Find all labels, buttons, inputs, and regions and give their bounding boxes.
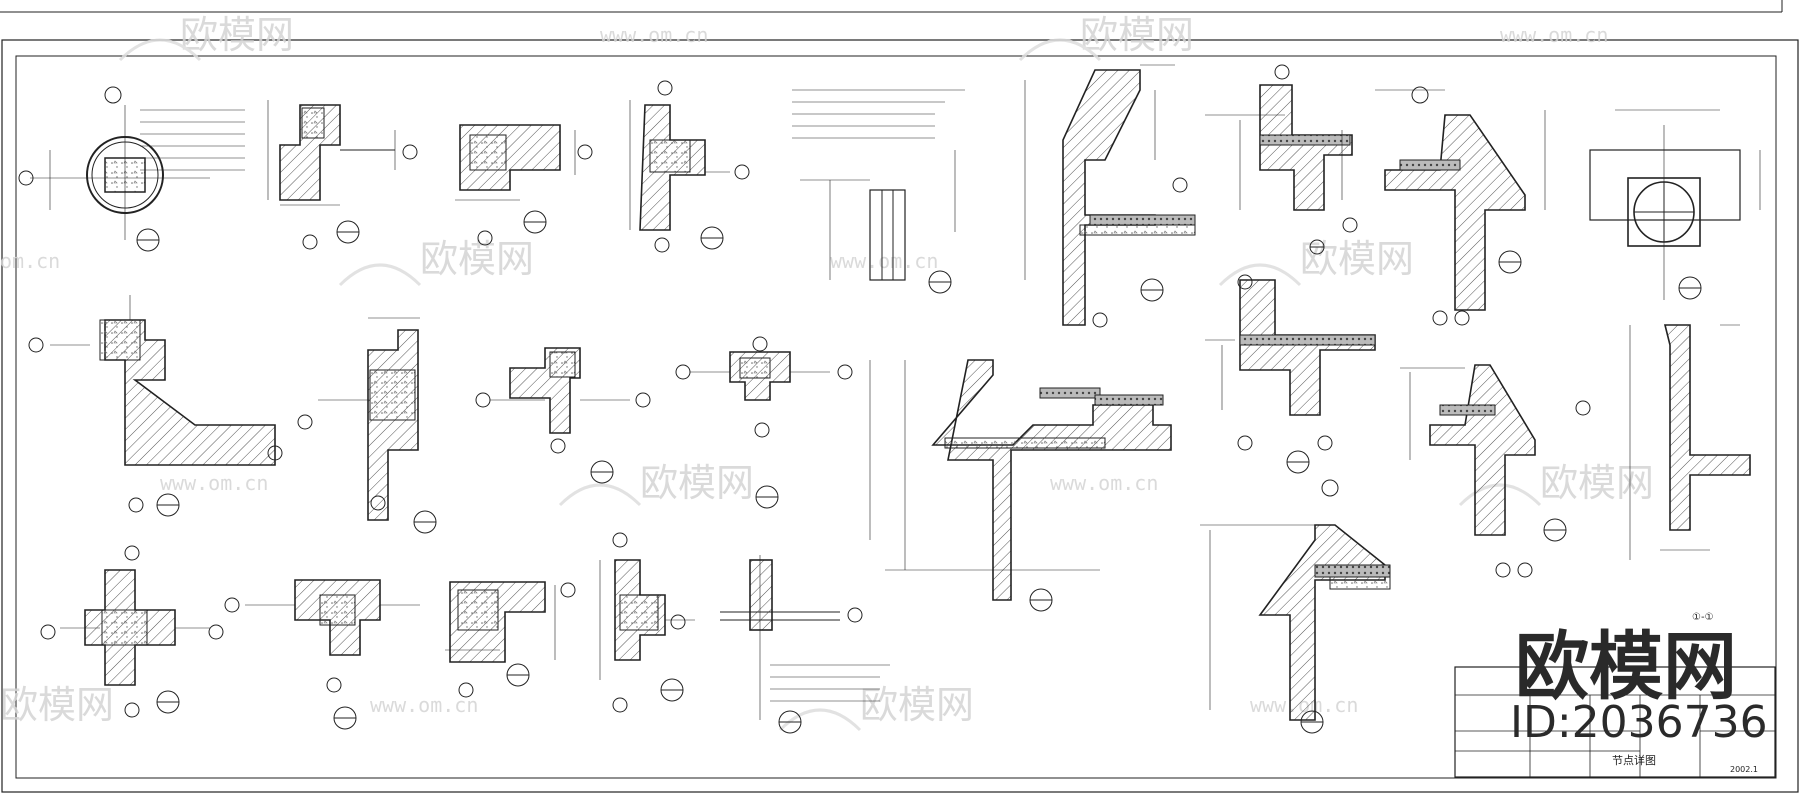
watermark-brand: 欧模网 (0, 683, 114, 727)
watermark-brand: 欧模网 (640, 461, 754, 505)
detail-node-3 (455, 124, 593, 246)
detail-node-row2-2 (297, 317, 437, 534)
detail-node-row3-2 (224, 579, 420, 730)
detail-node-row2-3 (475, 347, 651, 484)
section-label: ①-① (1692, 612, 1714, 623)
watermark-url: www.om.cn (370, 693, 478, 717)
watermark-url: www.om.cn (1050, 471, 1158, 495)
detail-node-4 (629, 80, 750, 253)
stamp-brand: 欧模网 (1515, 624, 1737, 710)
detail-parapet-row3 (1200, 479, 1391, 734)
detail-node-row3-5 (720, 555, 890, 734)
detail-parapet-row2-far (1400, 364, 1591, 578)
detail-parapet-c (1375, 86, 1546, 326)
watermark-brand: 欧模网 (1080, 13, 1194, 57)
detail-plan-vent (1589, 109, 1761, 300)
watermark-url: www.om.cn (1500, 23, 1608, 47)
detail-node-row3-3 (445, 581, 576, 698)
watermark-url: www.om.cn (160, 471, 268, 495)
watermark-brand: 欧模网 (420, 237, 534, 281)
watermark-brand: 欧模网 (1300, 237, 1414, 281)
watermark-url: www.om.cn (600, 23, 708, 47)
watermark-url: www.om.cn (830, 249, 938, 273)
stamp-id: ID:2036736 (1510, 697, 1768, 748)
detail-parapet-a (1024, 64, 1196, 328)
title-block (1454, 666, 1776, 778)
detail-round-column (18, 86, 245, 252)
detail-parapet-b (1205, 64, 1358, 255)
drawing-title: 节点详图 (1612, 753, 1656, 767)
sheet-number: 2002.1 (1730, 765, 1758, 774)
detail-node-2 (267, 100, 418, 250)
detail-leader-notes (792, 89, 965, 294)
watermark-brand: 欧模网 (860, 683, 974, 727)
detail-wall-section-tall (1629, 324, 1751, 560)
watermark-url: om.cn (0, 249, 60, 273)
detail-node-row3-4 (599, 532, 695, 713)
detail-node-row2-4 (675, 336, 853, 509)
detail-node-row2-1 (28, 295, 283, 517)
detail-parapet-row2-right (1205, 274, 1376, 474)
watermark-brand: 欧模网 (180, 13, 294, 57)
detail-node-row3-1 (40, 545, 224, 718)
watermark-layer: 欧模网 www.om.cn 欧模网 www.om.cn om.cn 欧模网 ww… (0, 13, 1654, 732)
detail-parapet-large (869, 359, 1172, 612)
watermark-brand: 欧模网 (1540, 461, 1654, 505)
